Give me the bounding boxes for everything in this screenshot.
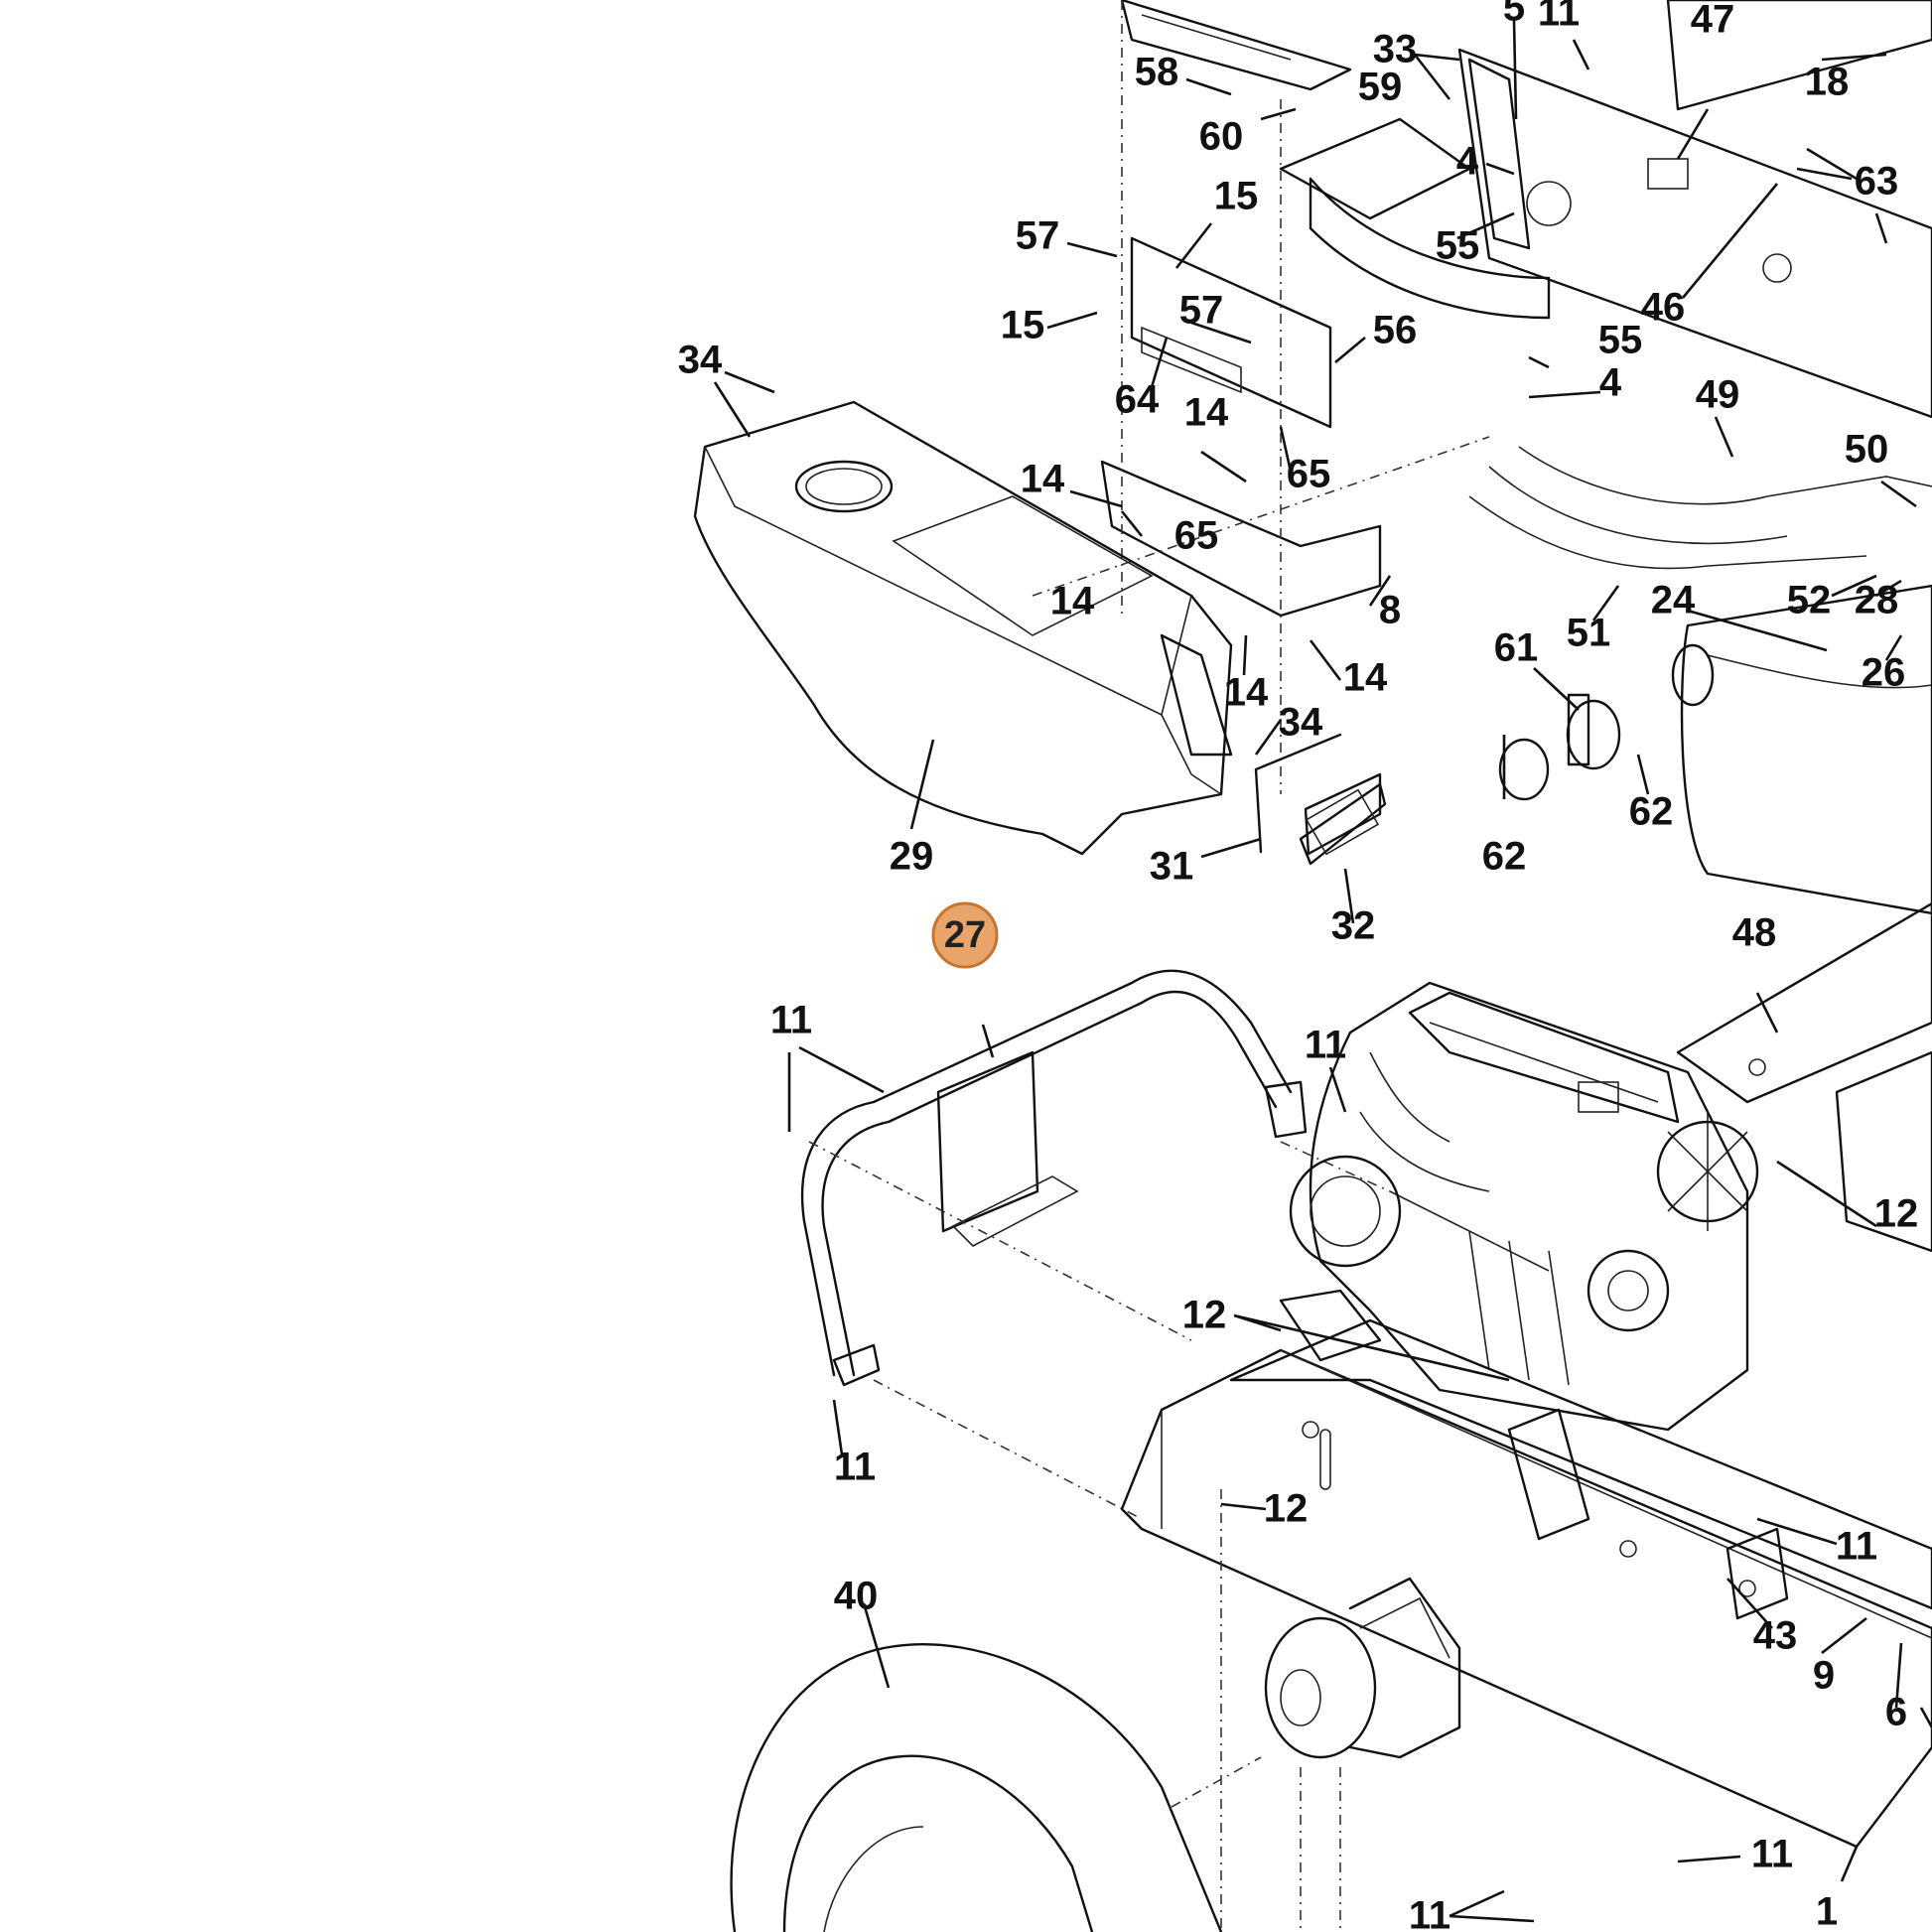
callout-32: 32 xyxy=(1331,904,1376,948)
callout-57: 57 xyxy=(1016,214,1060,258)
callout-57-b: 57 xyxy=(1179,289,1224,333)
callout-62: 62 xyxy=(1629,790,1674,834)
callout-14-e: 14 xyxy=(1343,656,1388,700)
callout-48: 48 xyxy=(1732,911,1777,955)
highlighted-callout-27[interactable]: 27 xyxy=(931,901,999,969)
callout-18: 18 xyxy=(1805,61,1850,104)
assembly-guides xyxy=(1171,1489,1341,1932)
callout-11-c: 11 xyxy=(1305,1024,1346,1067)
callout-61: 61 xyxy=(1494,626,1539,670)
main-frame xyxy=(1120,1289,1932,1849)
callout-50: 50 xyxy=(1845,428,1889,472)
callout-9: 9 xyxy=(1813,1654,1835,1698)
callout-28: 28 xyxy=(1855,579,1899,622)
callout-49: 49 xyxy=(1696,373,1740,417)
callout-34-b: 34 xyxy=(1279,701,1323,745)
callout-14: 14 xyxy=(1184,391,1229,435)
callout-labels: 58 60 59 33 5 11 47 18 63 4 55 46 57 15 … xyxy=(678,0,1919,1932)
rear-deck-plate xyxy=(1676,901,1932,1104)
callout-26: 26 xyxy=(1862,651,1906,695)
callout-15-b: 15 xyxy=(1001,304,1045,347)
callout-24: 24 xyxy=(1651,579,1696,622)
leader-lines xyxy=(713,19,1932,1923)
callout-5: 5 xyxy=(1503,0,1525,30)
callout-11-b: 11 xyxy=(770,999,812,1042)
callout-65-b: 65 xyxy=(1174,514,1219,558)
callout-14-c: 14 xyxy=(1050,580,1095,623)
callout-11-e: 11 xyxy=(1836,1525,1877,1569)
wheel-motor-hub xyxy=(1264,1577,1461,1759)
callout-31: 31 xyxy=(1150,845,1194,889)
callout-11: 11 xyxy=(1538,0,1580,35)
callout-4-b: 4 xyxy=(1599,361,1622,405)
callout-63: 63 xyxy=(1855,160,1899,204)
callout-47: 47 xyxy=(1691,0,1735,42)
callout-14-d: 14 xyxy=(1224,671,1269,715)
rear-tire xyxy=(730,1643,1223,1932)
callout-52: 52 xyxy=(1787,579,1832,622)
callout-40: 40 xyxy=(834,1575,879,1618)
upper-console-assembly xyxy=(1032,0,1932,915)
small-parts xyxy=(1254,733,1387,866)
callout-6: 6 xyxy=(1885,1691,1907,1734)
callout-60: 60 xyxy=(1199,115,1244,159)
callout-12-c: 12 xyxy=(1264,1487,1309,1531)
callout-55: 55 xyxy=(1436,224,1480,268)
callout-58: 58 xyxy=(1135,51,1179,94)
callout-11-d: 11 xyxy=(834,1446,876,1489)
callout-43: 43 xyxy=(1753,1614,1798,1658)
svg-text:27: 27 xyxy=(944,914,986,956)
callout-29: 29 xyxy=(890,835,934,879)
callout-12: 12 xyxy=(1874,1192,1919,1236)
fuel-tank xyxy=(693,400,1233,856)
callout-55-b: 55 xyxy=(1598,319,1643,362)
callout-56: 56 xyxy=(1373,309,1418,352)
callout-4: 4 xyxy=(1456,140,1479,184)
callout-12-b: 12 xyxy=(1182,1294,1227,1337)
callout-51: 51 xyxy=(1567,612,1611,655)
callout-46: 46 xyxy=(1641,286,1686,330)
callout-34: 34 xyxy=(678,339,723,382)
callout-8: 8 xyxy=(1379,589,1401,632)
callout-62-b: 62 xyxy=(1482,835,1527,879)
callout-64: 64 xyxy=(1115,378,1160,422)
callout-33: 33 xyxy=(1373,28,1418,71)
callout-1: 1 xyxy=(1816,1890,1838,1932)
rollover-bar xyxy=(800,969,1391,1520)
callout-14-b: 14 xyxy=(1021,458,1065,501)
callout-59: 59 xyxy=(1358,66,1403,109)
callout-15: 15 xyxy=(1214,175,1259,218)
callout-11-g: 11 xyxy=(1409,1894,1450,1932)
callout-11-f: 11 xyxy=(1751,1833,1793,1876)
engine-assembly xyxy=(1289,981,1932,1432)
callout-65: 65 xyxy=(1287,453,1331,496)
